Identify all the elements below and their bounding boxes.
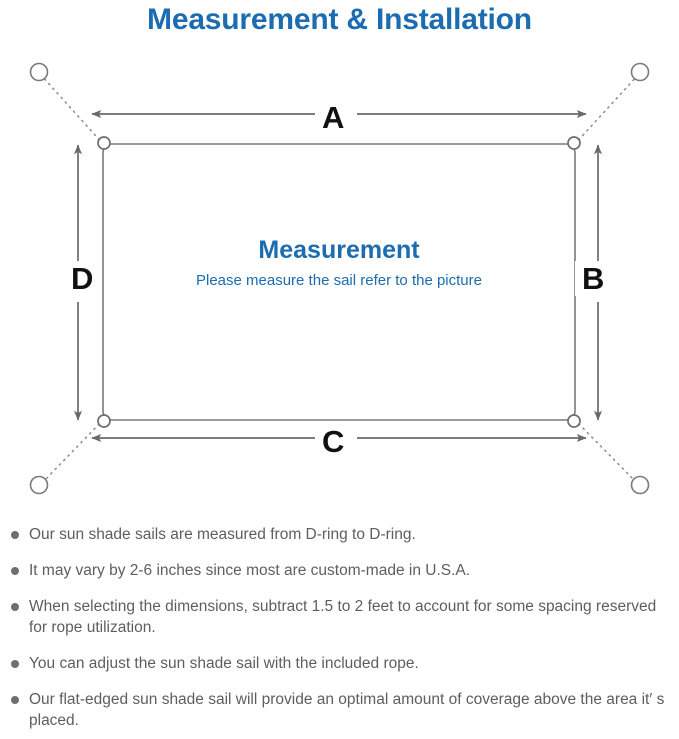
list-item: When selecting the dimensions, subtract … xyxy=(0,596,679,638)
bullet-icon xyxy=(11,603,19,611)
page-title: Measurement & Installation xyxy=(147,3,532,36)
d-ring-top-left xyxy=(97,136,111,150)
rope-line-bottom-right xyxy=(573,418,639,485)
measurement-diagram: A B C D Measurement Please measure the s… xyxy=(0,44,679,514)
rope-line-top-left xyxy=(40,74,105,146)
note-text: It may vary by 2-6 inches since most are… xyxy=(29,562,471,579)
d-ring-bottom-left xyxy=(97,414,111,428)
sail-outline xyxy=(102,143,576,421)
bullet-icon xyxy=(11,531,19,539)
rope-line-bottom-left xyxy=(40,418,105,485)
dimension-label-b: B xyxy=(575,261,612,296)
list-item: You can adjust the sun shade sail with t… xyxy=(0,653,679,674)
bullet-icon xyxy=(11,567,19,575)
anchor-point-top-left xyxy=(29,62,49,82)
d-ring-bottom-right xyxy=(567,414,581,428)
diagram-svg xyxy=(29,62,650,495)
anchor-point-top-right xyxy=(630,62,650,82)
rope-line-top-right xyxy=(573,74,639,146)
note-text: Our flat-edged sun shade sail will provi… xyxy=(29,691,665,729)
bullet-icon xyxy=(11,660,19,668)
list-item: It may vary by 2-6 inches since most are… xyxy=(0,560,679,581)
bullet-icon xyxy=(11,696,19,704)
note-text: You can adjust the sun shade sail with t… xyxy=(29,655,419,672)
anchor-point-bottom-left xyxy=(29,475,49,495)
anchor-point-bottom-right xyxy=(630,475,650,495)
list-item: Our sun shade sails are measured from D-… xyxy=(0,524,679,545)
dimension-label-a: A xyxy=(315,100,352,135)
dimension-label-d: D xyxy=(64,261,101,296)
note-text: Our sun shade sails are measured from D-… xyxy=(29,526,416,543)
list-item: Our flat-edged sun shade sail will provi… xyxy=(0,689,679,731)
dimension-label-c: C xyxy=(315,424,352,459)
note-text: When selecting the dimensions, subtract … xyxy=(29,598,657,636)
d-ring-top-right xyxy=(567,136,581,150)
notes-list: Our sun shade sails are measured from D-… xyxy=(0,524,679,731)
